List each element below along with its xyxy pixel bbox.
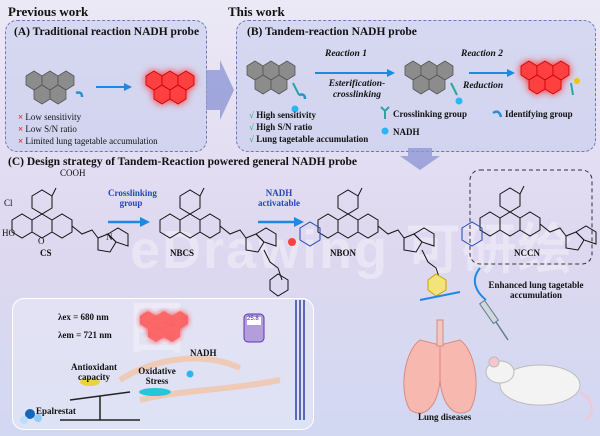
meter-value: 25.8 (247, 316, 259, 322)
nadh-dot (291, 105, 299, 113)
red-fluorophore (145, 70, 195, 105)
emission-fluorophore (140, 311, 188, 342)
panel-a-title: (A) Traditional reaction NADH probe (14, 26, 200, 38)
panel-b: (B) Tandem-reaction NADH probe (236, 20, 596, 152)
probe-uptake-arrow (419, 291, 461, 301)
reaction1-desc: Esterification-crosslinking (328, 79, 386, 100)
antioxidant-label: Antioxidant capacity (70, 362, 117, 382)
traditional-probe-diagram (25, 70, 195, 105)
nadh-activatable-label: NADH activatable (258, 188, 300, 208)
identifying-group-hook (75, 91, 84, 98)
molecule-nccn (461, 185, 597, 251)
lung-diseases-label: Lung diseases (418, 412, 472, 422)
panel-transition-arrow (206, 60, 234, 120)
down-arrow (400, 148, 440, 170)
con-item: × Low sensitivity (18, 112, 82, 122)
intermediate-fluorophore (404, 60, 454, 95)
panel-b-title: (B) Tandem-reaction NADH probe (247, 26, 417, 38)
this-work-header: This work (228, 4, 285, 19)
oxidative-label: Oxidative Stress (138, 366, 176, 386)
nccn-box (469, 169, 593, 265)
tandem-probe-diagram (246, 60, 580, 135)
pro-item: √ High S/N ratio (249, 122, 313, 132)
previous-work-header: Previous work (8, 4, 89, 19)
targeting-arrow (473, 267, 487, 301)
balance-scale (60, 391, 140, 421)
legend-nadh: NADH (393, 127, 420, 137)
grey-fluorophore (25, 70, 75, 105)
nadh-label: NADH (190, 348, 217, 358)
lambda-em: λem = 721 nm (58, 330, 112, 340)
syringe-icon (478, 299, 509, 341)
epalrestat-spheres (20, 409, 42, 424)
pros-list: √ High sensitivity √ High S/N ratio √ Lu… (249, 109, 368, 145)
label-nccn: NCCN (514, 248, 540, 258)
crosslinking-group-label: Crosslinking group (108, 188, 157, 208)
pro-item: √ Lung tagetable accumulation (249, 134, 369, 144)
con-item: × Low S/N ratio (18, 124, 77, 134)
cl-label: Cl (4, 198, 13, 208)
molecules-row (11, 169, 597, 297)
crosslinking-icon (380, 106, 390, 119)
panel-a: (A) Traditional reaction NADH probe × Lo… (5, 20, 207, 152)
membrane (295, 300, 305, 420)
legend-identifying: Identifying group (505, 109, 573, 119)
epalrestat-label: Epalrestat (36, 406, 76, 416)
o-label: O (38, 236, 45, 246)
lung-icon (403, 319, 477, 414)
reaction1-label: Reaction 1 (325, 49, 367, 59)
pro-item: √ High sensitivity (249, 110, 316, 120)
oxidative-stress-blob (139, 388, 171, 396)
con-item: × Limited lung tagetable accumulation (18, 136, 158, 146)
mouse-icon (485, 356, 593, 421)
cooh-label: COOH (60, 168, 86, 178)
antioxidant-blob (80, 378, 100, 386)
activated-fluorophore (520, 60, 570, 95)
panel-c-title: (C) Design strategy of Tandem-Reaction p… (8, 156, 358, 168)
lambda-ex: λex = 680 nm (58, 312, 109, 322)
reaction2-desc: Reduction (463, 81, 504, 91)
label-cs: CS (40, 248, 52, 258)
nadh-legend-icon (381, 127, 389, 135)
probe-fluorophore (246, 60, 296, 95)
label-nbon: NBON (330, 248, 357, 258)
molecule-nbcs (159, 187, 296, 297)
identifying-icon (492, 110, 503, 118)
nadh-particle (186, 370, 194, 378)
legend-crosslinking: Crosslinking group (393, 109, 467, 119)
reaction2-label: Reaction 2 (461, 49, 503, 59)
label-nbcs: NBCS (170, 248, 195, 258)
ho-label: HO (2, 228, 15, 238)
enhanced-label: Enhanced lung tagetable accumulation (488, 280, 584, 300)
n-label: N (106, 232, 113, 242)
cons-list: × Low sensitivity × Low S/N ratio × Limi… (18, 111, 158, 147)
molecule-nbon (299, 187, 447, 297)
